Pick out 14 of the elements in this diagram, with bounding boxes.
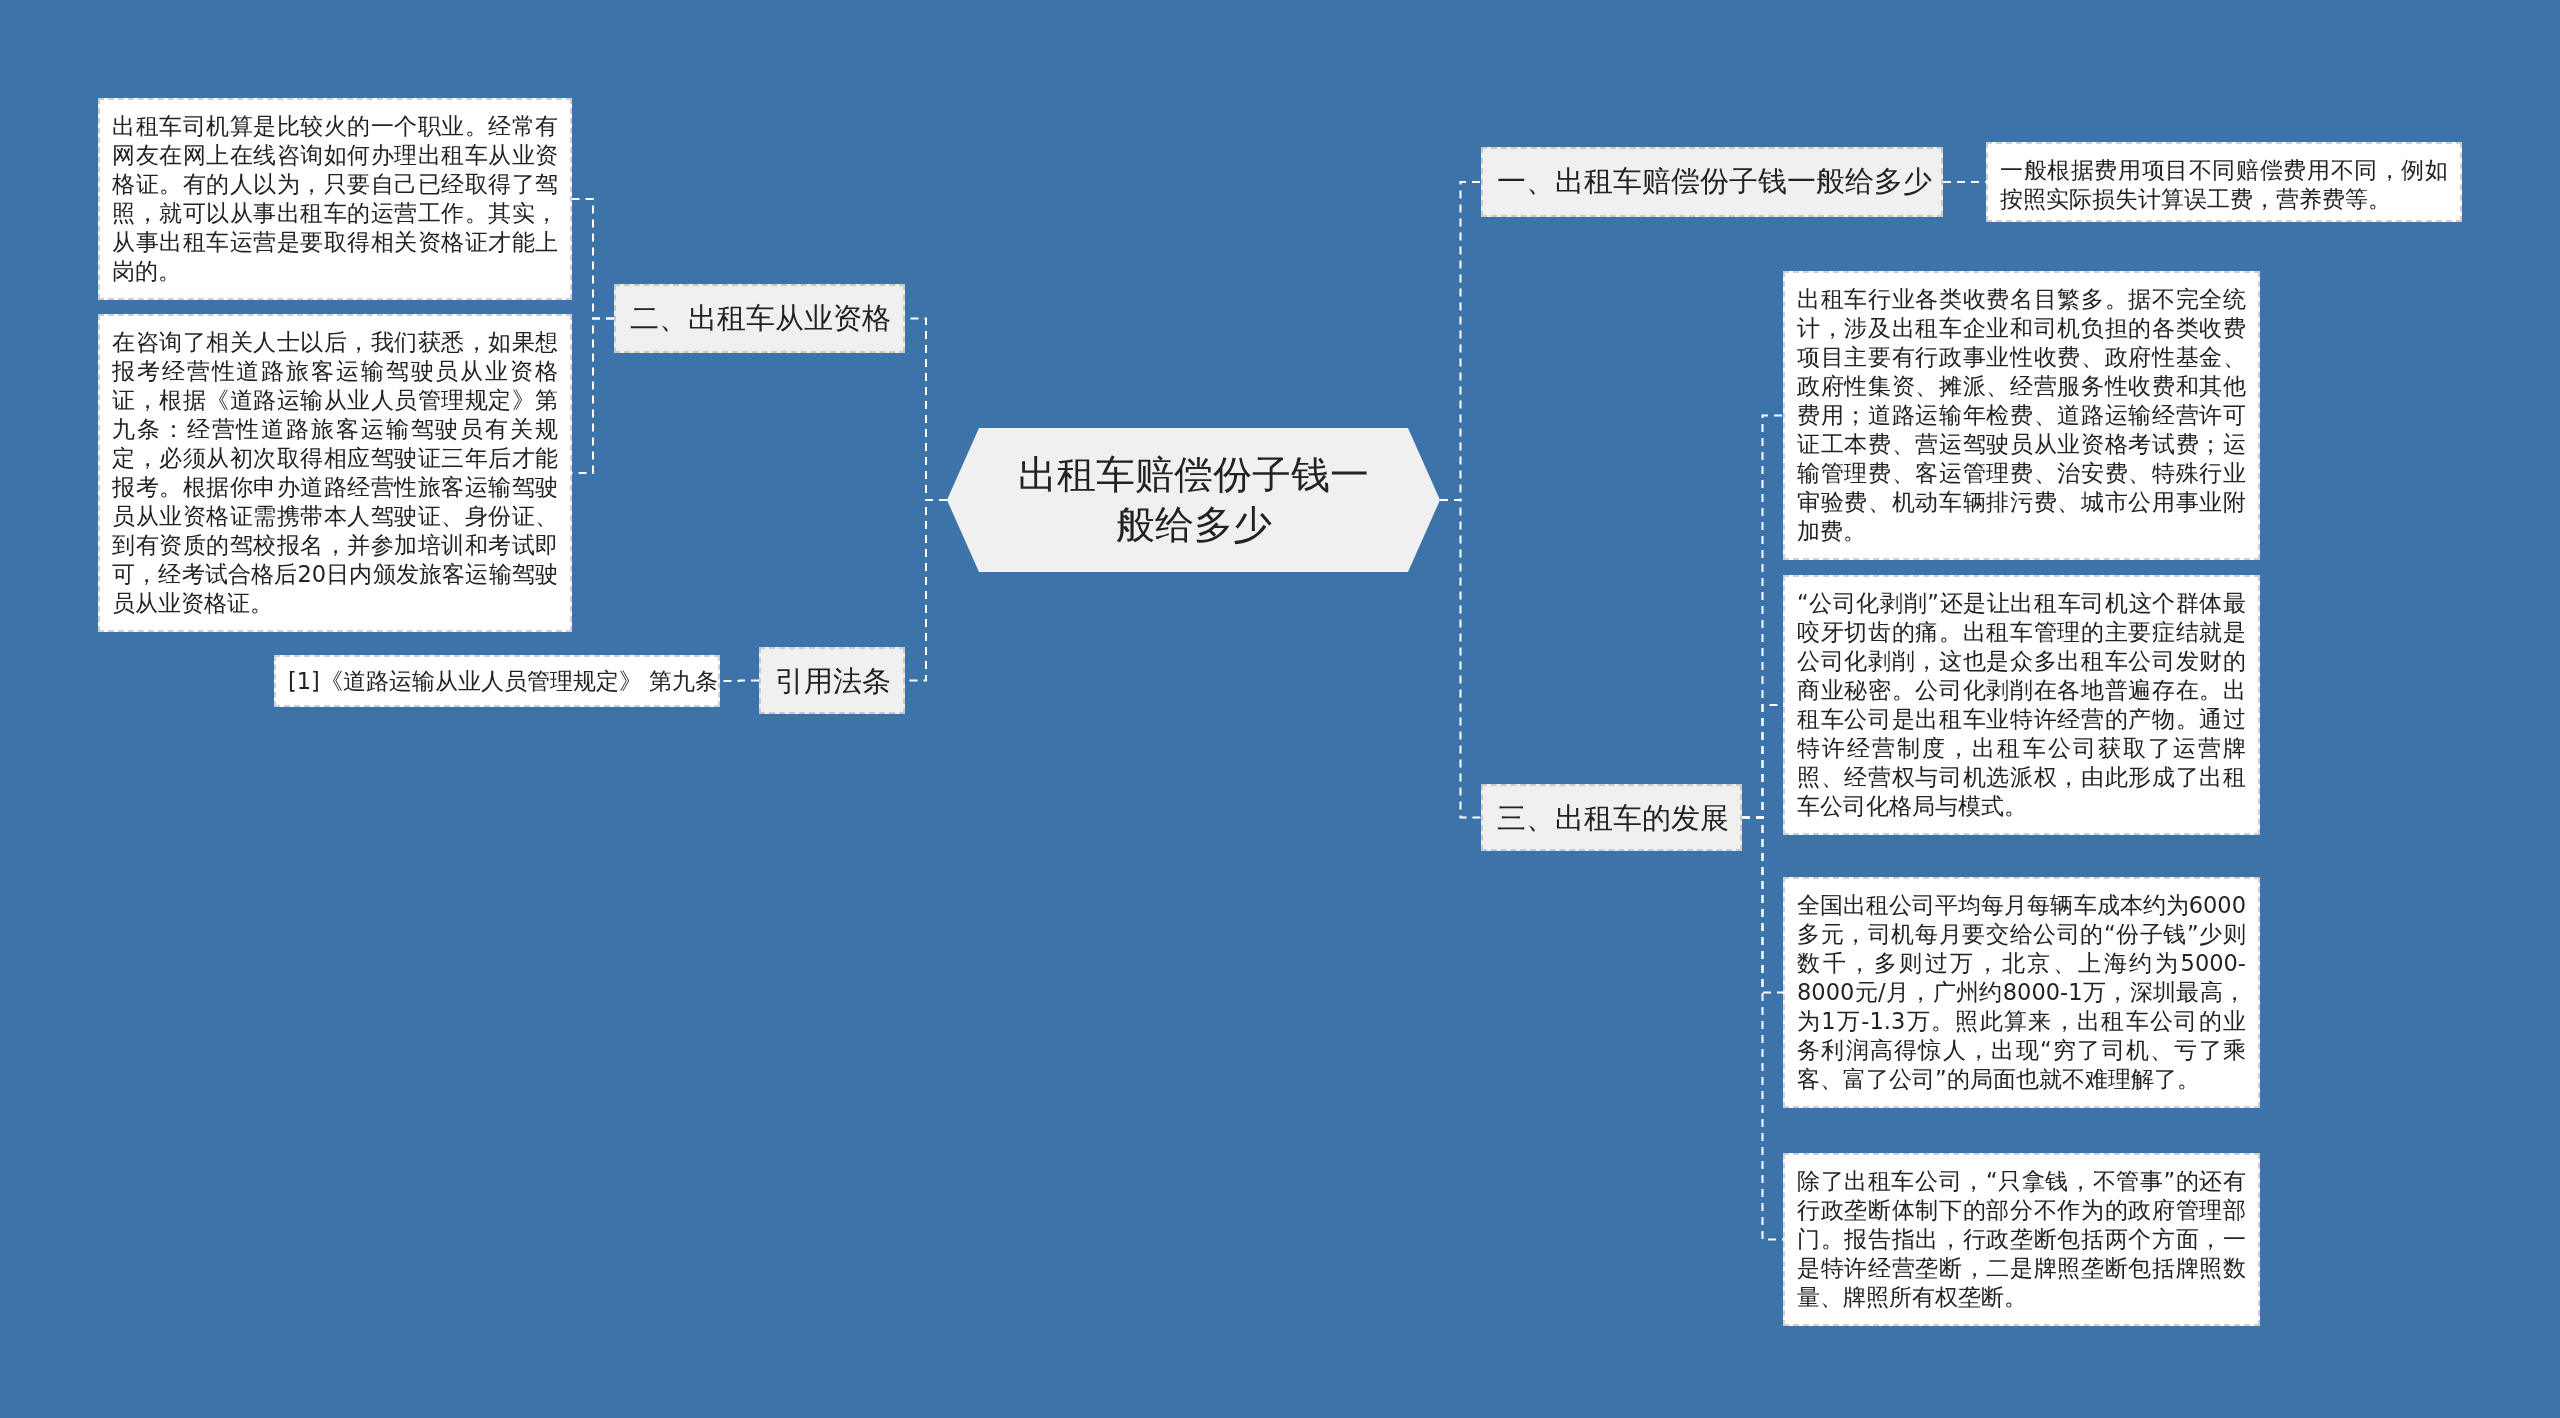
note-box: 出租车行业各类收费名目繁多。据不完全统计，涉及出租车企业和司机负担的各类收费项目主要有行政事业性收费、政府性基金、政府性集资、摊派、经营服务性收费和其他费用；道路运输年检费、道路运输经营许可证工本费、营运驾驶员从业资格考试费；运输管理费、客运管理费、治安费、特殊行业审验费、机动车辆排污费、城市公用事业附加费。 [1783, 271, 2260, 560]
central-topic: 出租车赔偿份子钱一般给多少 [947, 428, 1440, 572]
topic-box: 三、出租车的发展 [1481, 784, 1742, 851]
topic-box: 一、出租车赔偿份子钱一般给多少 [1481, 147, 1943, 217]
note-box: 出租车司机算是比较火的一个职业。经常有网友在网上在线咨询如何办理出租车从业资格证。有的人以为，只要自己已经取得了驾照，就可以从事出租车的运营工作。其实，从事出租车运营是要取得相关资格证才能上岗的。 [98, 98, 572, 300]
note-box: 一般根据费用项目不同赔偿费用不同，例如按照实际损失计算误工费，营养费等。 [1986, 142, 2462, 222]
note-box: [1]《道路运输从业人员管理规定》 第九条 [274, 655, 720, 707]
topic-box: 引用法条 [759, 647, 905, 714]
note-box: 全国出租公司平均每月每辆车成本约为6000多元，司机每月要交给公司的“份子钱”少则数千，多则过万，北京、上海约为5000-8000元/月，广州约8000-1万，深圳最高，为1万-1.3万。照此算来，出租车公司的业务利润高得惊人，出现“穷了司机、亏了乘客、富了公司”的局面也就不难理解了。 [1783, 877, 2260, 1108]
topic-box: 二、出租车从业资格 [614, 284, 905, 353]
note-box: 在咨询了相关人士以后，我们获悉，如果想报考经营性道路旅客运输驾驶员从业资格证，根据《道路运输从业人员管理规定》第九条：经营性道路旅客运输驾驶员有关规定，必须从初次取得相应驾驶证三年后才能报考。根据你申办道路经营性旅客运输驾驶员从业资格证需携带本人驾驶证、身份证、到有资质的驾校报名，并参加培训和考试即可，经考试合格后20日内颁发旅客运输驾驶员从业资格证。 [98, 314, 572, 632]
note-box: 除了出租车公司，“只拿钱，不管事”的还有行政垄断体制下的部分不作为的政府管理部门。报告指出，行政垄断包括两个方面，一是特许经营垄断，二是牌照垄断包括牌照数量、牌照所有权垄断。 [1783, 1153, 2260, 1326]
connector-line [1439, 499, 1482, 819]
note-box: “公司化剥削”还是让出租车司机这个群体最咬牙切齿的痛。出租车管理的主要症结就是公司化剥削，这也是众多出租车公司发财的商业秘密。公司化剥削在各地普遍存在。出租车公司是出租车业特许经营的产物。通过特许经营制度，出租车公司获取了运营牌照、经营权与司机选派权，由此形成了出租车公司化格局与模式。 [1783, 575, 2260, 835]
